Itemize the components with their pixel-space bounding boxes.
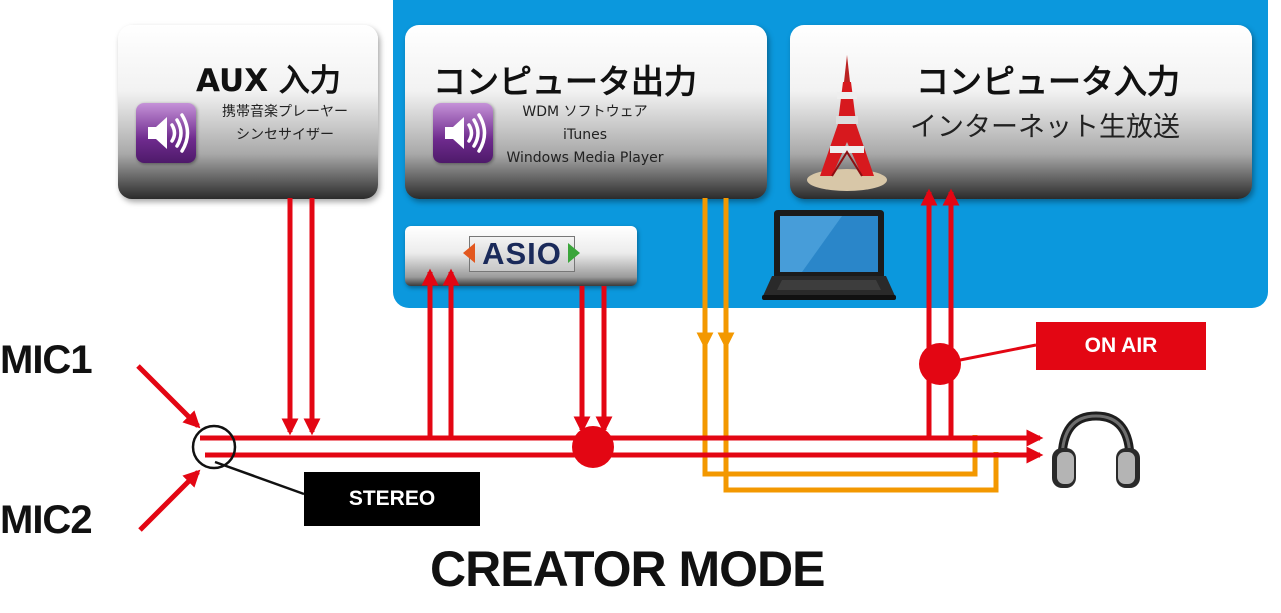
aux-sub-line-2: シンセサイザー	[236, 127, 334, 143]
asio-logo: ASIO	[469, 236, 575, 272]
aux-sub-line-1: 携帯音楽プレーヤー	[222, 104, 348, 120]
headphones-icon	[1052, 411, 1140, 488]
asio-bar: ASIO	[405, 226, 637, 286]
mic1-line	[136, 364, 201, 429]
tokyo-tower-icon	[807, 55, 887, 191]
speaker-icon	[136, 103, 196, 163]
computer-output-title: コンピュータ出力	[433, 62, 697, 101]
aux-input-box: AUX 入力 携帯音楽プレーヤー シンセサイザー	[118, 25, 378, 199]
mic2-line	[138, 469, 201, 532]
computer-output-sub-line-3: Windows Media Player	[506, 150, 664, 166]
asio-mix-dot	[572, 426, 614, 468]
stereo-mix-circle	[191, 424, 237, 470]
mic2-label: MIC2	[0, 498, 93, 542]
asio-left-arrow-icon	[463, 243, 475, 263]
orange-line-1	[702, 198, 978, 477]
on-air-dot	[919, 343, 961, 385]
computer-input-box: コンピュータ入力 インターネット生放送	[790, 25, 1252, 199]
computer-input-subtitle: インターネット生放送	[910, 112, 1180, 143]
laptop-icon	[762, 210, 896, 300]
mode-title: CREATOR MODE	[430, 541, 825, 597]
stereo-tag: STEREO	[304, 472, 480, 526]
stereo-callout-line	[214, 460, 305, 496]
computer-output-box: コンピュータ出力 WDM ソフトウェア iTunes Windows Media…	[405, 25, 767, 199]
aux-input-title: AUX 入力	[196, 63, 341, 99]
speaker-icon	[433, 103, 493, 163]
orange-line-2	[723, 198, 999, 493]
computer-input-title: コンピュータ入力	[916, 62, 1180, 101]
computer-output-sub-line-2: iTunes	[563, 127, 607, 143]
asio-right-arrow-icon	[568, 243, 580, 263]
mic1-label: MIC1	[0, 338, 93, 382]
on-air-tag: ON AIR	[1036, 322, 1206, 370]
asio-label: ASIO	[482, 236, 562, 271]
computer-output-sub-line-1: WDM ソフトウェア	[522, 104, 648, 120]
